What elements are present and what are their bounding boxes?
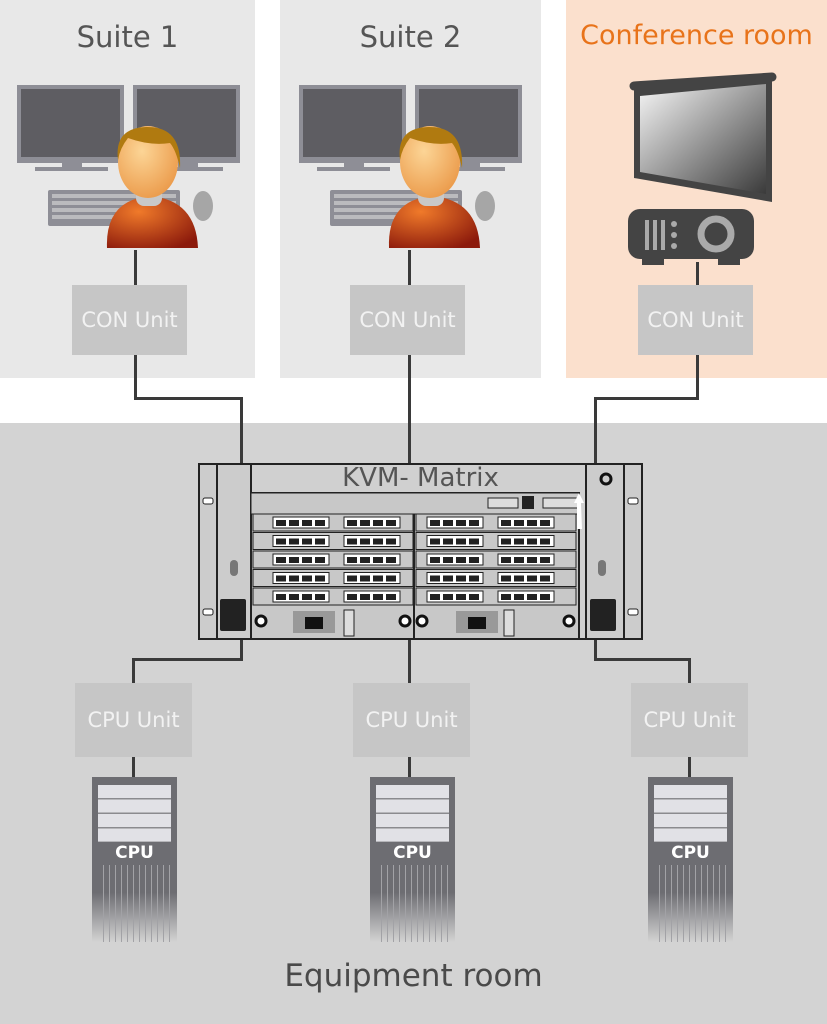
monitor-icon (133, 85, 240, 171)
kvm-matrix: KVM- Matrix (198, 463, 643, 640)
cpu-unit-1: CPU Unit (75, 683, 192, 757)
cpu-tower-icon: CPU (648, 777, 733, 942)
cpu-tower-icon: CPU (92, 777, 177, 942)
workstation-suite-2 (299, 85, 522, 248)
cpu-unit-3: CPU Unit (631, 683, 748, 757)
projector-icon (628, 209, 754, 265)
cpu-unit-2: CPU Unit (353, 683, 470, 757)
cpu-tower-icon: CPU (370, 777, 455, 942)
cpu-tower-label: CPU (393, 843, 432, 863)
workstation-suite-1 (17, 85, 240, 248)
conference-room-title: Conference room (580, 20, 813, 51)
kvm-matrix-label: KVM- Matrix (342, 463, 499, 493)
con-unit-conference: CON Unit (638, 285, 753, 355)
projector-screen-icon (628, 72, 777, 265)
person-icon (106, 126, 198, 248)
suite-2-title: Suite 2 (359, 20, 462, 54)
mouse-icon (193, 191, 213, 221)
cpu-tower-label: CPU (671, 843, 710, 863)
con-unit-suite-2: CON Unit (350, 285, 465, 355)
suite-1-title: Suite 1 (76, 20, 179, 54)
cpu-tower-label: CPU (115, 843, 154, 863)
equipment-room-title: Equipment room (284, 958, 543, 994)
con-unit-suite-1: CON Unit (72, 285, 187, 355)
monitor-icon (17, 85, 124, 171)
